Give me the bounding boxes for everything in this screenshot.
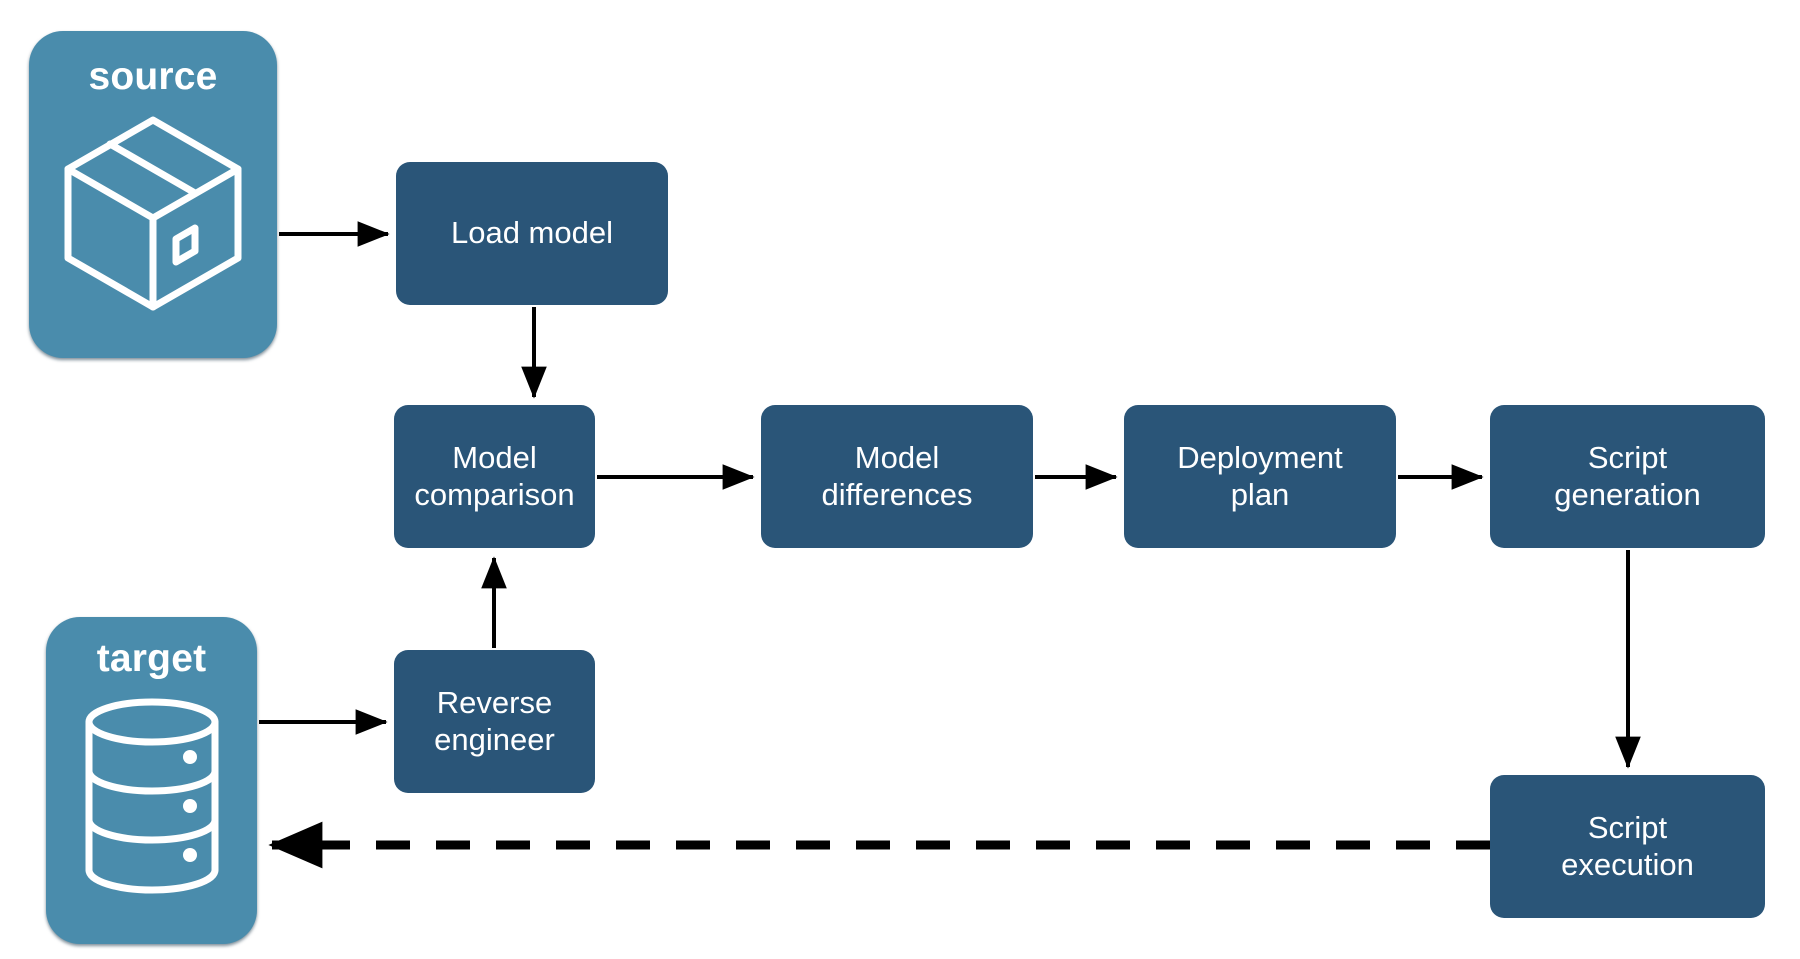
node-load-model[interactable]: Load model xyxy=(396,162,668,305)
node-model-comparison[interactable]: Model comparison xyxy=(394,405,595,548)
node-script-generation-label: Script generation xyxy=(1554,439,1701,512)
database-cylinder-icon xyxy=(77,696,227,901)
node-target-label: target xyxy=(96,637,207,680)
node-model-differences[interactable]: Model differences xyxy=(761,405,1033,548)
node-model-differences-label: Model differences xyxy=(821,439,973,512)
package-box-icon xyxy=(58,112,248,317)
node-script-execution[interactable]: Script execution xyxy=(1490,775,1765,918)
node-target[interactable]: target xyxy=(46,617,257,944)
node-deployment-plan[interactable]: Deployment plan xyxy=(1124,405,1396,548)
node-reverse-engineer-label: Reverse engineer xyxy=(434,684,555,757)
node-deployment-plan-label: Deployment plan xyxy=(1177,439,1343,512)
node-reverse-engineer[interactable]: Reverse engineer xyxy=(394,650,595,793)
node-script-generation[interactable]: Script generation xyxy=(1490,405,1765,548)
node-load-model-label: Load model xyxy=(450,215,613,251)
node-script-execution-label: Script execution xyxy=(1561,809,1694,882)
node-source[interactable]: source xyxy=(29,31,277,358)
node-source-label: source xyxy=(88,55,218,98)
node-model-comparison-label: Model comparison xyxy=(414,439,575,512)
